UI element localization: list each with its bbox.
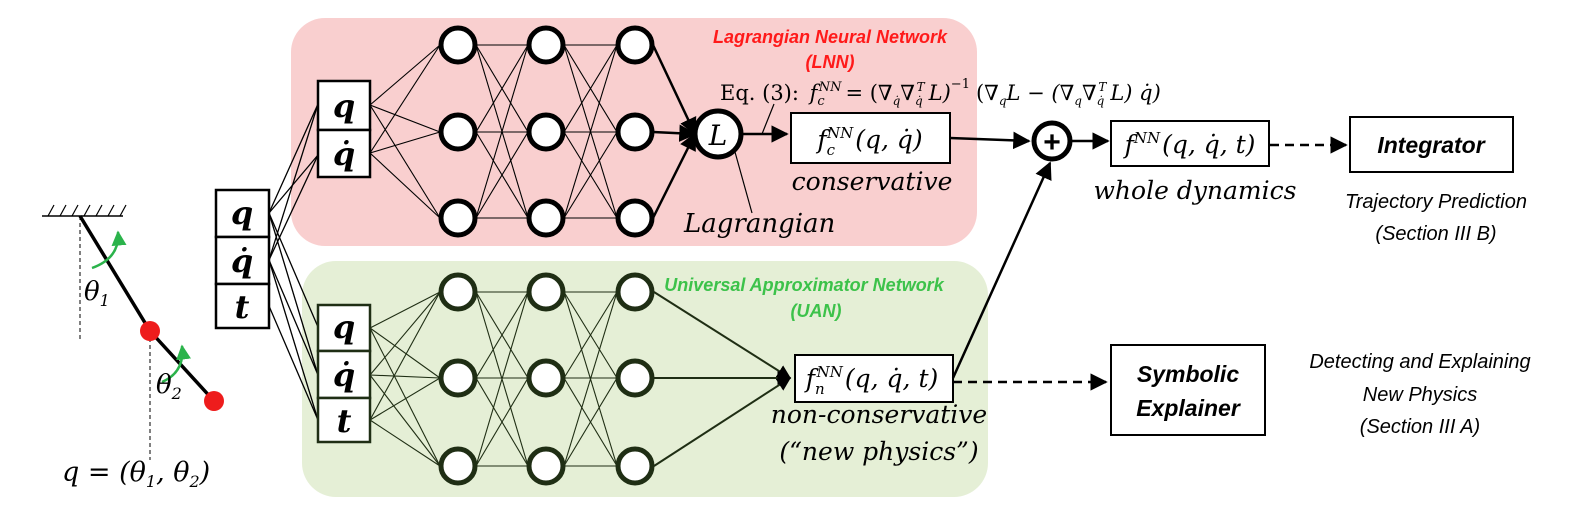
uan-input-t: t [337,402,352,440]
q-definition: q = (θ1, θ2) [62,457,210,491]
conservative-caption: conservative [792,167,953,196]
input-fanout-lines [268,103,319,421]
fn-to-sum-arrow [951,161,1052,379]
uan-node-l2-n2 [526,358,566,398]
symbolic-explainer-box: Symbolic Explainer [1110,344,1266,436]
double-pendulum: θ1 θ2 q = (θ1, θ2) [42,204,224,491]
lnn-node-l1-n1 [438,25,478,65]
explainer-label: Explainer [1136,395,1241,421]
uan-input-q: q [333,308,355,346]
uan-node-l3-n1 [615,272,655,312]
uan-title: Universal Approximator Network [664,275,944,295]
integrator-box: Integrator [1349,116,1514,173]
non-conservative-caption: non-conservative [771,400,987,429]
uan-input-stack: q q̇ t [316,303,372,444]
input-qdot: q̇ [231,242,253,280]
lagrangian-caption: Lagrangian [683,209,835,239]
lnn-node-l2-n3 [526,198,566,238]
whole-dynamics-box: fNN(q, q̇, t) [1110,120,1270,167]
input-t: t [235,288,250,326]
uan-node-l2-n3 [526,446,566,486]
main-input-stack: q q̇ t [214,188,271,330]
section-iiia-caption: (Section III A) [1360,416,1480,438]
uan-edges [369,291,618,467]
new-physics-caption: (“new physics”) [779,437,978,466]
fc-to-sum-arrow [949,131,1031,150]
trajectory-prediction-caption: Trajectory Prediction [1345,191,1527,213]
detecting-caption: Detecting and Explaining [1309,351,1530,373]
section-iiib-caption: (Section III B) [1375,223,1496,245]
lnn-hidden-nodes [438,25,655,238]
uan-node-l3-n3 [615,446,655,486]
lnn-title-abbrev: (LNN) [806,52,855,72]
uan-node-l1-n2 [438,358,478,398]
lnn-node-l2-n2 [526,112,566,152]
lnn-node-l3-n3 [615,198,655,238]
uan-input-qdot: q̇ [333,356,355,394]
new-physics-label: New Physics [1363,384,1477,406]
pendulum-mass-2 [204,391,224,411]
node-L-label: L [708,119,728,152]
fc-output-box: fcNN(q, q̇) [790,112,951,164]
uan-hidden-nodes [438,272,655,486]
whole-dynamics-caption: whole dynamics [1094,176,1297,205]
lnn-node-l3-n2 [615,112,655,152]
uan-output-arrows [653,291,792,467]
integrator-label: Integrator [1377,132,1485,158]
lnn-title: Lagrangian Neural Network [713,27,948,47]
lagrangian-pointer [734,151,753,214]
sum-node: + [1031,120,1073,162]
fc-output-label: fcNN(q, q̇) [815,124,922,159]
sum-symbol: + [1043,126,1061,159]
uan-node-l1-n3 [438,446,478,486]
lnn-node-l3-n1 [615,25,655,65]
uan-node-l2-n1 [526,272,566,312]
lnn-edges [369,44,697,219]
theta1-label: θ1 [84,277,110,310]
lnn-input-stack: q q̇ [316,79,372,179]
input-q: q [231,194,253,232]
theta1-arrow [91,230,127,270]
lnn-input-qdot: q̇ [333,135,355,173]
theta2-arrow [161,344,191,384]
lnn-node-l1-n3 [438,198,478,238]
theta2-label: θ2 [156,370,182,403]
uan-node-l3-n2 [615,358,655,398]
fn-output-box: fnNN(q, q̇, t) [794,354,954,403]
whole-dynamics-label: fNN(q, q̇, t) [1123,129,1256,159]
lagrangian-node: L [692,108,744,160]
uan-title-abbrev: (UAN) [791,301,842,321]
lnn-input-q: q [333,87,355,125]
uan-node-l1-n1 [438,272,478,312]
pendulum-mass-1 [140,321,160,341]
fn-output-label: fnNN(q, q̇, t) [804,363,939,398]
symbolic-label: Symbolic [1137,361,1239,387]
equation-pointer [761,103,775,135]
lnn-node-l1-n2 [438,112,478,152]
lnn-node-l2-n1 [526,25,566,65]
